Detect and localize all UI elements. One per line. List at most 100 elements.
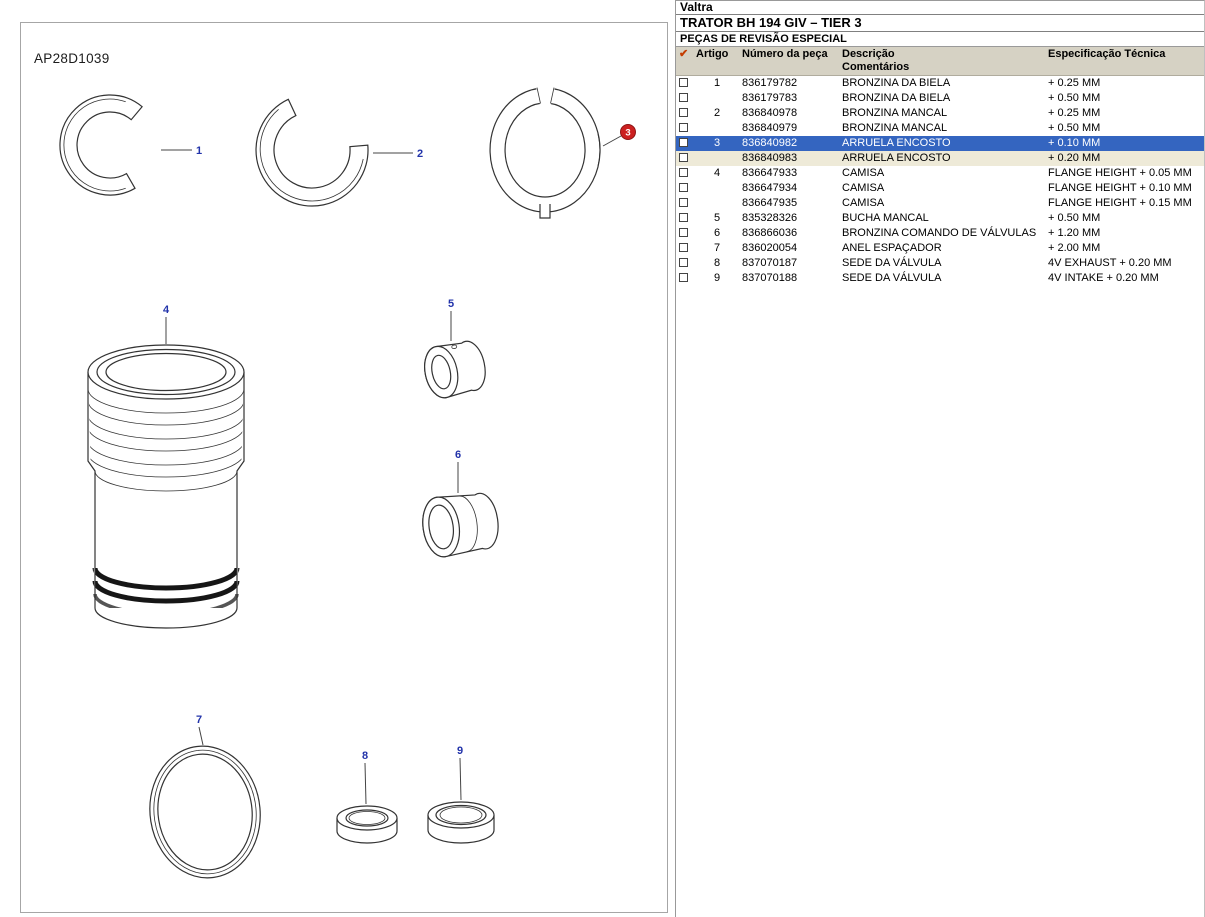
- table-row[interactable]: 8 837070187 SEDE DA VÁLVULA 4V EXHAUST +…: [676, 256, 1204, 271]
- part-drawing-camisa: [87, 344, 245, 629]
- cell-checkbox: [676, 166, 694, 181]
- cell-part-number: 836866036: [742, 227, 798, 239]
- cell-specification: + 0.20 MM: [1046, 151, 1204, 166]
- row-checkbox[interactable]: [679, 122, 688, 132]
- table-row[interactable]: 6 836866036 BRONZINA COMANDO DE VÁLVULAS…: [676, 226, 1204, 241]
- cell-description: ARRUELA ENCOSTO: [840, 136, 1046, 151]
- cell-description: ANEL ESPAÇADOR: [842, 242, 942, 254]
- select-all-check-icon[interactable]: ✔: [679, 48, 689, 60]
- cell-specification: FLANGE HEIGHT + 0.10 MM: [1048, 182, 1192, 194]
- cell-part-number: 836840979: [742, 122, 798, 134]
- cell-checkbox: [676, 211, 694, 226]
- column-header-artigo: Artigo: [694, 47, 740, 76]
- cell-part-number: 836647933: [742, 167, 798, 179]
- part-drawing-arruela-encosto: [489, 86, 601, 219]
- cell-description: ARRUELA ENCOSTO: [840, 151, 1046, 166]
- cell-specification: + 1.20 MM: [1048, 227, 1101, 239]
- cell-description: SEDE DA VÁLVULA: [842, 257, 942, 269]
- row-checkbox[interactable]: [679, 92, 688, 102]
- part-drawing-bronzina-mancal: [255, 98, 369, 207]
- column-header-comentarios-line2: Comentários: [842, 61, 910, 73]
- callout-6: 6: [455, 449, 461, 493]
- callout-5: 5: [448, 298, 454, 341]
- cell-specification: FLANGE HEIGHT + 0.05 MM: [1048, 167, 1192, 179]
- cell-description: CAMISA: [842, 197, 885, 209]
- cell-part-number: 837070188: [742, 272, 798, 284]
- brand-title: Valtra: [676, 1, 1204, 15]
- cell-artigo: 2: [713, 107, 721, 119]
- cell-artigo: 3: [694, 136, 740, 151]
- parts-diagram: 1 2 3 4 5 6 7 8: [59, 86, 636, 879]
- row-checkbox[interactable]: [679, 257, 688, 267]
- table-row[interactable]: 3 836840982 ARRUELA ENCOSTO + 0.10 MM: [676, 136, 1204, 151]
- cell-part-number: 836647934: [742, 182, 798, 194]
- table-row[interactable]: 836840983 ARRUELA ENCOSTO + 0.20 MM: [676, 151, 1204, 166]
- row-checkbox[interactable]: [679, 137, 688, 147]
- cell-description: BRONZINA DA BIELA: [842, 77, 951, 89]
- cell-artigo: 7: [713, 242, 721, 254]
- cell-part-number: 836840982: [740, 136, 840, 151]
- cell-part-number: 836179782: [742, 77, 798, 89]
- cell-description: BRONZINA COMANDO DE VÁLVULAS: [842, 227, 1037, 239]
- table-header-row: ✔ Artigo Número da peça Descrição Coment…: [676, 47, 1204, 76]
- row-checkbox[interactable]: [679, 77, 688, 87]
- row-checkbox[interactable]: [679, 212, 688, 222]
- cell-artigo: 6: [713, 227, 721, 239]
- row-checkbox[interactable]: [679, 167, 688, 177]
- cell-specification: + 0.10 MM: [1046, 136, 1204, 151]
- table-row[interactable]: 1 836179782 BRONZINA DA BIELA + 0.25 MM: [676, 76, 1204, 92]
- parts-table-body: 1 836179782 BRONZINA DA BIELA + 0.25 MM …: [676, 76, 1204, 287]
- cell-specification: + 2.00 MM: [1048, 242, 1101, 254]
- cell-checkbox: [676, 106, 694, 121]
- table-row[interactable]: 7 836020054 ANEL ESPAÇADOR + 2.00 MM: [676, 241, 1204, 256]
- table-row[interactable]: 836840979 BRONZINA MANCAL + 0.50 MM: [676, 121, 1204, 136]
- table-row[interactable]: 836647935 CAMISA FLANGE HEIGHT + 0.15 MM: [676, 196, 1204, 211]
- part-drawing-bronzina-biela: [59, 94, 143, 196]
- cell-specification: 4V EXHAUST + 0.20 MM: [1048, 257, 1172, 269]
- cell-artigo: 9: [713, 272, 721, 284]
- cell-checkbox: [676, 121, 694, 136]
- table-row[interactable]: 836647934 CAMISA FLANGE HEIGHT + 0.10 MM: [676, 181, 1204, 196]
- table-row[interactable]: 836179783 BRONZINA DA BIELA + 0.50 MM: [676, 91, 1204, 106]
- part-drawing-anel-espacador: [149, 745, 261, 879]
- cell-artigo: [694, 181, 740, 196]
- cell-specification: 4V INTAKE + 0.20 MM: [1048, 272, 1159, 284]
- row-checkbox[interactable]: [679, 242, 688, 252]
- cell-part-number: 836840978: [742, 107, 798, 119]
- row-checkbox[interactable]: [679, 152, 688, 162]
- table-row[interactable]: 9 837070188 SEDE DA VÁLVULA 4V INTAKE + …: [676, 271, 1204, 286]
- column-header-numero: Número da peça: [740, 47, 840, 76]
- column-header-select: ✔: [676, 47, 694, 76]
- callout-2: 2: [373, 148, 423, 160]
- cell-specification: + 0.50 MM: [1048, 122, 1101, 134]
- table-row[interactable]: 5 835328326 BUCHA MANCAL + 0.50 MM: [676, 211, 1204, 226]
- column-header-descricao: Descrição Comentários: [840, 47, 1046, 76]
- callout-4: 4: [163, 304, 170, 344]
- part-drawing-sede-valvula-exhaust: [336, 805, 398, 844]
- part-drawing-bronzina-comando: [422, 492, 499, 558]
- row-checkbox[interactable]: [679, 227, 688, 237]
- callout-3-highlighted[interactable]: 3: [602, 124, 636, 147]
- cell-artigo: 8: [713, 257, 721, 269]
- cell-specification: + 0.50 MM: [1048, 92, 1101, 104]
- cell-artigo: [694, 151, 740, 166]
- table-row[interactable]: 2 836840978 BRONZINA MANCAL + 0.25 MM: [676, 106, 1204, 121]
- cell-artigo: [694, 196, 740, 211]
- parts-panel: Valtra TRATOR BH 194 GIV – TIER 3 PEÇAS …: [675, 0, 1205, 917]
- row-checkbox[interactable]: [679, 197, 688, 207]
- cell-specification: + 0.25 MM: [1048, 77, 1101, 89]
- row-checkbox[interactable]: [679, 272, 688, 282]
- cell-description: BRONZINA DA BIELA: [842, 92, 951, 104]
- cell-part-number: 836647935: [742, 197, 798, 209]
- part-drawing-sede-valvula-intake: [427, 801, 495, 844]
- svg-text:3: 3: [625, 128, 630, 139]
- table-row[interactable]: 4 836647933 CAMISA FLANGE HEIGHT + 0.05 …: [676, 166, 1204, 181]
- cell-checkbox: [676, 196, 694, 211]
- cell-description: BUCHA MANCAL: [842, 212, 929, 224]
- cell-checkbox: [676, 271, 694, 286]
- row-checkbox[interactable]: [679, 107, 688, 117]
- svg-text:6: 6: [455, 449, 461, 461]
- cell-artigo: 1: [713, 77, 721, 89]
- cell-part-number: 836020054: [742, 242, 798, 254]
- row-checkbox[interactable]: [679, 182, 688, 192]
